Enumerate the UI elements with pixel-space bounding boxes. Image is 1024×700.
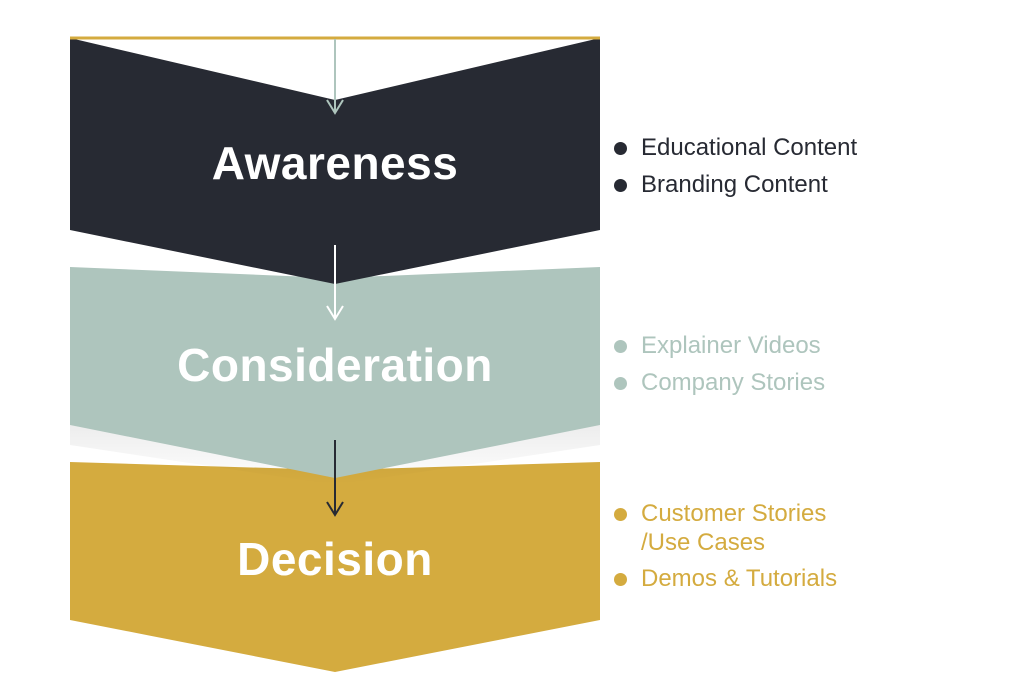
decision-content-list: Customer Stories /Use Cases Demos & Tuto… bbox=[614, 499, 837, 600]
bullet-dot-icon bbox=[614, 377, 627, 390]
stage-title-decision: Decision bbox=[237, 533, 433, 585]
bullet-dot-icon bbox=[614, 573, 627, 586]
awareness-shape bbox=[70, 38, 600, 284]
consideration-content-list: Explainer Videos Company Stories bbox=[614, 331, 825, 405]
bullet-dot-icon bbox=[614, 179, 627, 192]
awareness-content-list: Educational Content Branding Content bbox=[614, 133, 857, 207]
list-item: Customer Stories /Use Cases bbox=[614, 499, 837, 557]
list-item: Educational Content bbox=[614, 133, 857, 163]
list-item-label: Branding Content bbox=[641, 171, 828, 198]
list-item: Branding Content bbox=[614, 170, 857, 200]
list-item: Explainer Videos bbox=[614, 331, 825, 361]
list-item: Demos & Tutorials bbox=[614, 564, 837, 593]
arrow-into-consideration bbox=[326, 245, 344, 321]
consideration-shape bbox=[70, 267, 600, 478]
list-item-label: Company Stories bbox=[641, 369, 826, 396]
bullet-dot-icon bbox=[614, 508, 627, 521]
arrow-into-decision bbox=[326, 440, 344, 517]
consideration-shadow bbox=[70, 425, 600, 485]
bullet-dot-icon bbox=[614, 142, 627, 155]
list-item-label: Educational Content bbox=[641, 134, 858, 161]
list-item-label: Customer Stories /Use Cases bbox=[641, 500, 827, 556]
list-item: Company Stories bbox=[614, 368, 825, 398]
stage-title-awareness: Awareness bbox=[211, 137, 459, 189]
list-item-label: Demos & Tutorials bbox=[641, 565, 838, 592]
decision-shape bbox=[70, 462, 600, 672]
bullet-dot-icon bbox=[614, 340, 627, 353]
list-item-label: Explainer Videos bbox=[641, 332, 821, 359]
stage-title-consideration: Consideration bbox=[177, 339, 493, 391]
arrow-into-awareness bbox=[326, 39, 344, 115]
